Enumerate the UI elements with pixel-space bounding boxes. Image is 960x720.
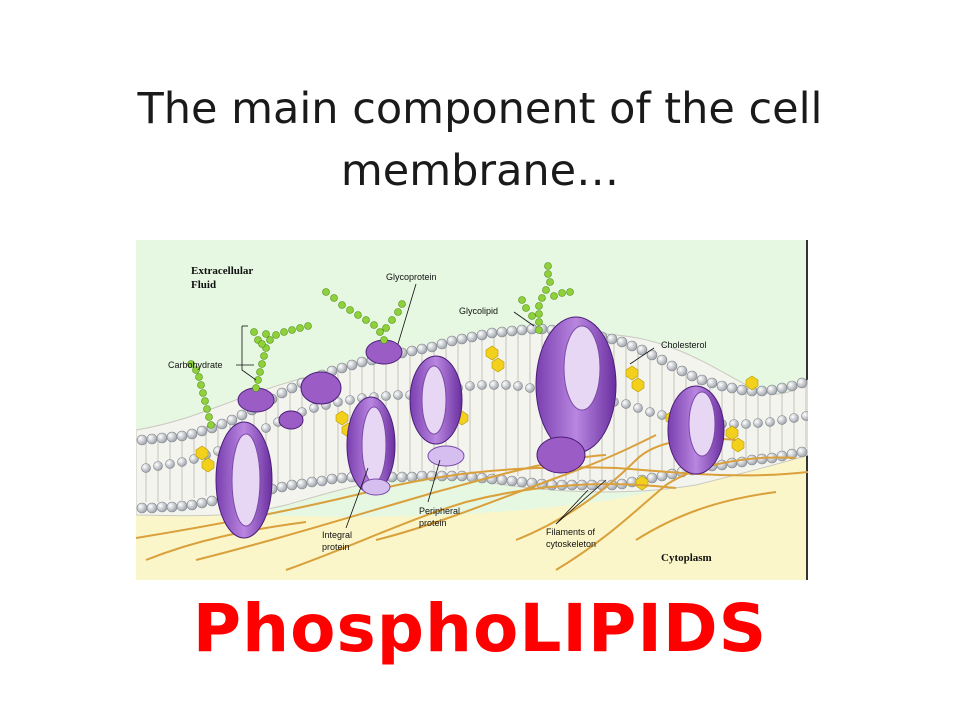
peripheral-protein-label-2: protein	[419, 518, 447, 528]
peripheral-protein-label-1: Peripheral	[419, 506, 460, 516]
answer-text: PhosphoLIPIDS	[192, 590, 768, 667]
integral-protein-mid	[346, 396, 396, 496]
leader-lines	[236, 283, 655, 529]
cytoplasm-region	[136, 450, 808, 580]
title-line-1: The main component of the cell	[137, 84, 823, 134]
extracellular-fluid-label-2: Fluid	[191, 279, 216, 291]
integral-protein-label-1: Integral	[322, 530, 352, 540]
filaments-label-2: cytoskeleton	[546, 539, 596, 549]
title-line-2: membrane…	[340, 146, 620, 196]
glycolipid-label: Glycolipid	[459, 306, 498, 316]
large-transmembrane-protein	[535, 316, 617, 474]
integral-protein-right	[667, 385, 725, 475]
cytoplasm-label: Cytoplasm	[661, 552, 712, 564]
integral-protein-label-2: protein	[322, 542, 350, 552]
slide-title: The main component of the cell membrane…	[60, 78, 900, 202]
cholesterol-label: Cholesterol	[661, 340, 707, 350]
extracellular-fluid-label-1: Extracellular	[191, 265, 253, 277]
carbohydrate-label: Carbohydrate	[168, 360, 223, 370]
glycoprotein-label: Glycoprotein	[386, 272, 437, 282]
membrane-illustration: Extracellular Fluid Carbohydrate Glycopr…	[136, 240, 808, 580]
carbohydrate-chains	[187, 262, 574, 429]
cell-membrane-diagram: Extracellular Fluid Carbohydrate Glycopr…	[136, 240, 808, 580]
filaments-label-1: Filaments of	[546, 527, 596, 537]
peripheral-protein	[361, 478, 391, 496]
integral-protein-left	[215, 421, 273, 539]
channel-protein	[409, 355, 465, 467]
surface-proteins	[237, 339, 403, 430]
